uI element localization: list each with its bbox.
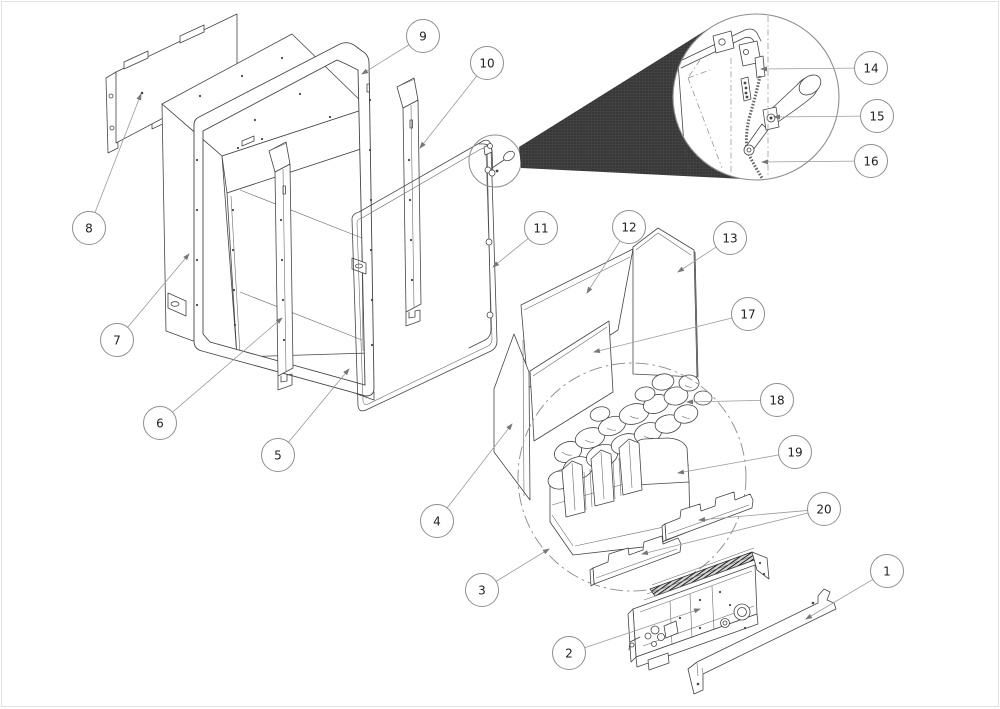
callout-balloon-1: 1: [870, 554, 904, 588]
leader-line-18: [686, 399, 761, 405]
part-12-rear-liner: [520, 248, 634, 389]
leader-line-3: [495, 548, 550, 582]
callout-balloon-2: 2: [552, 636, 586, 670]
callout-number: 15: [869, 109, 884, 123]
callout-balloon-8: 8: [72, 211, 106, 245]
leader-line-8: [94, 93, 142, 213]
callout-number: 14: [863, 61, 878, 75]
callout-balloon-15: 15: [860, 99, 894, 133]
callout-number: 13: [722, 231, 737, 245]
release-lever-15: [743, 74, 822, 156]
leader-line-19: [677, 454, 779, 475]
leader-line-9: [361, 44, 410, 75]
callout-number: 6: [156, 416, 164, 430]
part-10-bracket-right: [396, 77, 422, 327]
callout-number: 20: [816, 502, 831, 516]
callout-number: 9: [419, 29, 427, 43]
callout-balloon-20: 20: [807, 492, 841, 526]
detail-view: [672, 13, 840, 181]
callout-balloon-17: 17: [731, 297, 765, 331]
callout-balloon-16: 16: [854, 144, 888, 178]
part-1-bottom-trim: [687, 588, 837, 695]
leader-line-16: [761, 159, 855, 165]
callout-number: 4: [433, 514, 441, 528]
callout-number: 2: [565, 646, 573, 660]
part-17-inner-back-panel: [529, 320, 614, 442]
leader-line-5: [288, 368, 350, 443]
callout-number: 16: [863, 154, 878, 168]
part-4-left-liner: [493, 333, 531, 501]
callout-balloon-19: 19: [778, 435, 812, 469]
leader-line-20: [698, 510, 808, 522]
callout-number: 17: [740, 307, 755, 321]
leader-line-14: [760, 66, 855, 72]
leader-line-13: [677, 246, 717, 273]
callout-balloon-6: 6: [143, 406, 177, 440]
callout-number: 12: [621, 220, 636, 234]
callout-balloon-4: 4: [420, 504, 454, 538]
leader-line-6: [172, 317, 283, 413]
leader-line-7: [127, 253, 190, 328]
part-19-fuel-bed-fins: [561, 437, 690, 518]
callout-balloon-5: 5: [261, 438, 295, 472]
callout-number: 19: [787, 445, 802, 459]
leader-line-2: [584, 608, 701, 649]
callout-number: 18: [769, 393, 784, 407]
leader-line-17: [593, 317, 733, 353]
leader-line-4: [446, 423, 513, 509]
callout-balloon-7: 7: [100, 323, 134, 357]
callout-number: 8: [85, 221, 93, 235]
leader-line-15: [773, 114, 861, 120]
release-cable-16: [744, 75, 764, 179]
callout-number: 11: [533, 221, 548, 235]
part-13-right-liner: [632, 227, 699, 378]
leader-line-12: [586, 240, 621, 294]
part-9-outer-frame: [193, 42, 375, 397]
callout-number: 1: [883, 564, 891, 578]
callout-balloon-10: 10: [470, 46, 504, 80]
leader-line-20: [641, 512, 809, 555]
callout-balloon-3: 3: [465, 573, 499, 607]
callout-number: 7: [113, 333, 121, 347]
leader-line-10: [419, 75, 478, 149]
callout-number: 3: [478, 583, 486, 597]
leader-line-1: [805, 579, 874, 620]
callout-balloon-11: 11: [524, 211, 558, 245]
callout-balloon-12: 12: [612, 210, 646, 244]
part-3-group-circle: [517, 362, 747, 592]
callout-number: 5: [274, 448, 282, 462]
callout-balloon-13: 13: [713, 221, 747, 255]
callout-balloon-18: 18: [760, 383, 794, 417]
callout-balloon-14: 14: [854, 51, 888, 85]
leader-line-11: [492, 238, 529, 268]
callout-number: 10: [479, 56, 494, 70]
callout-balloon-9: 9: [406, 19, 440, 53]
